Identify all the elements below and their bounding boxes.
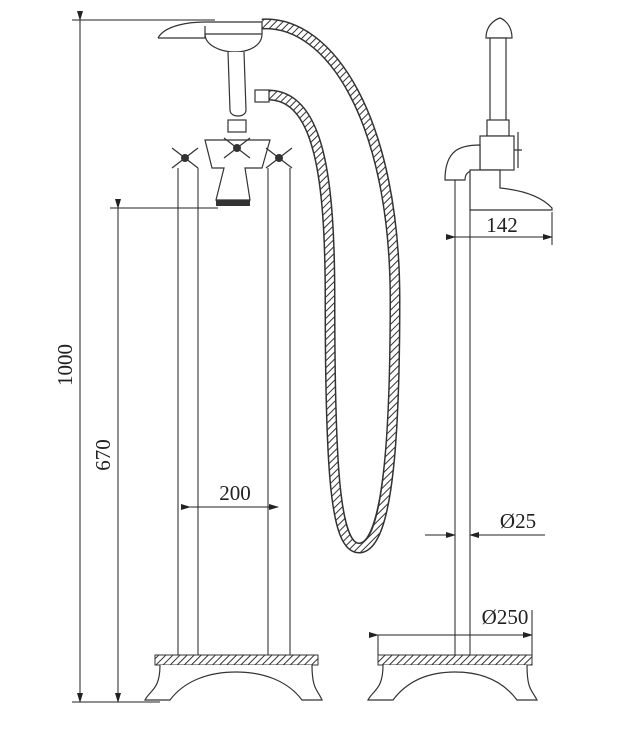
dim-spout-height: 670: [91, 439, 115, 471]
dim-base-diameter: Ø250: [482, 605, 529, 629]
dim-pipe-spacing: 200: [219, 481, 251, 505]
side-view: [367, 17, 553, 701]
dim-total-height: 1000: [53, 344, 77, 386]
cross-handle-right: [265, 147, 293, 169]
dim-spout-reach: 142: [486, 213, 518, 237]
base-feet: [144, 664, 323, 701]
dim-pipe-diameter: Ø25: [500, 509, 536, 533]
handshower: [157, 21, 263, 53]
cross-handle-left: [171, 147, 199, 169]
front-view: [144, 18, 401, 701]
dimension-lines: [72, 11, 553, 703]
cross-handle-center: [223, 137, 251, 159]
